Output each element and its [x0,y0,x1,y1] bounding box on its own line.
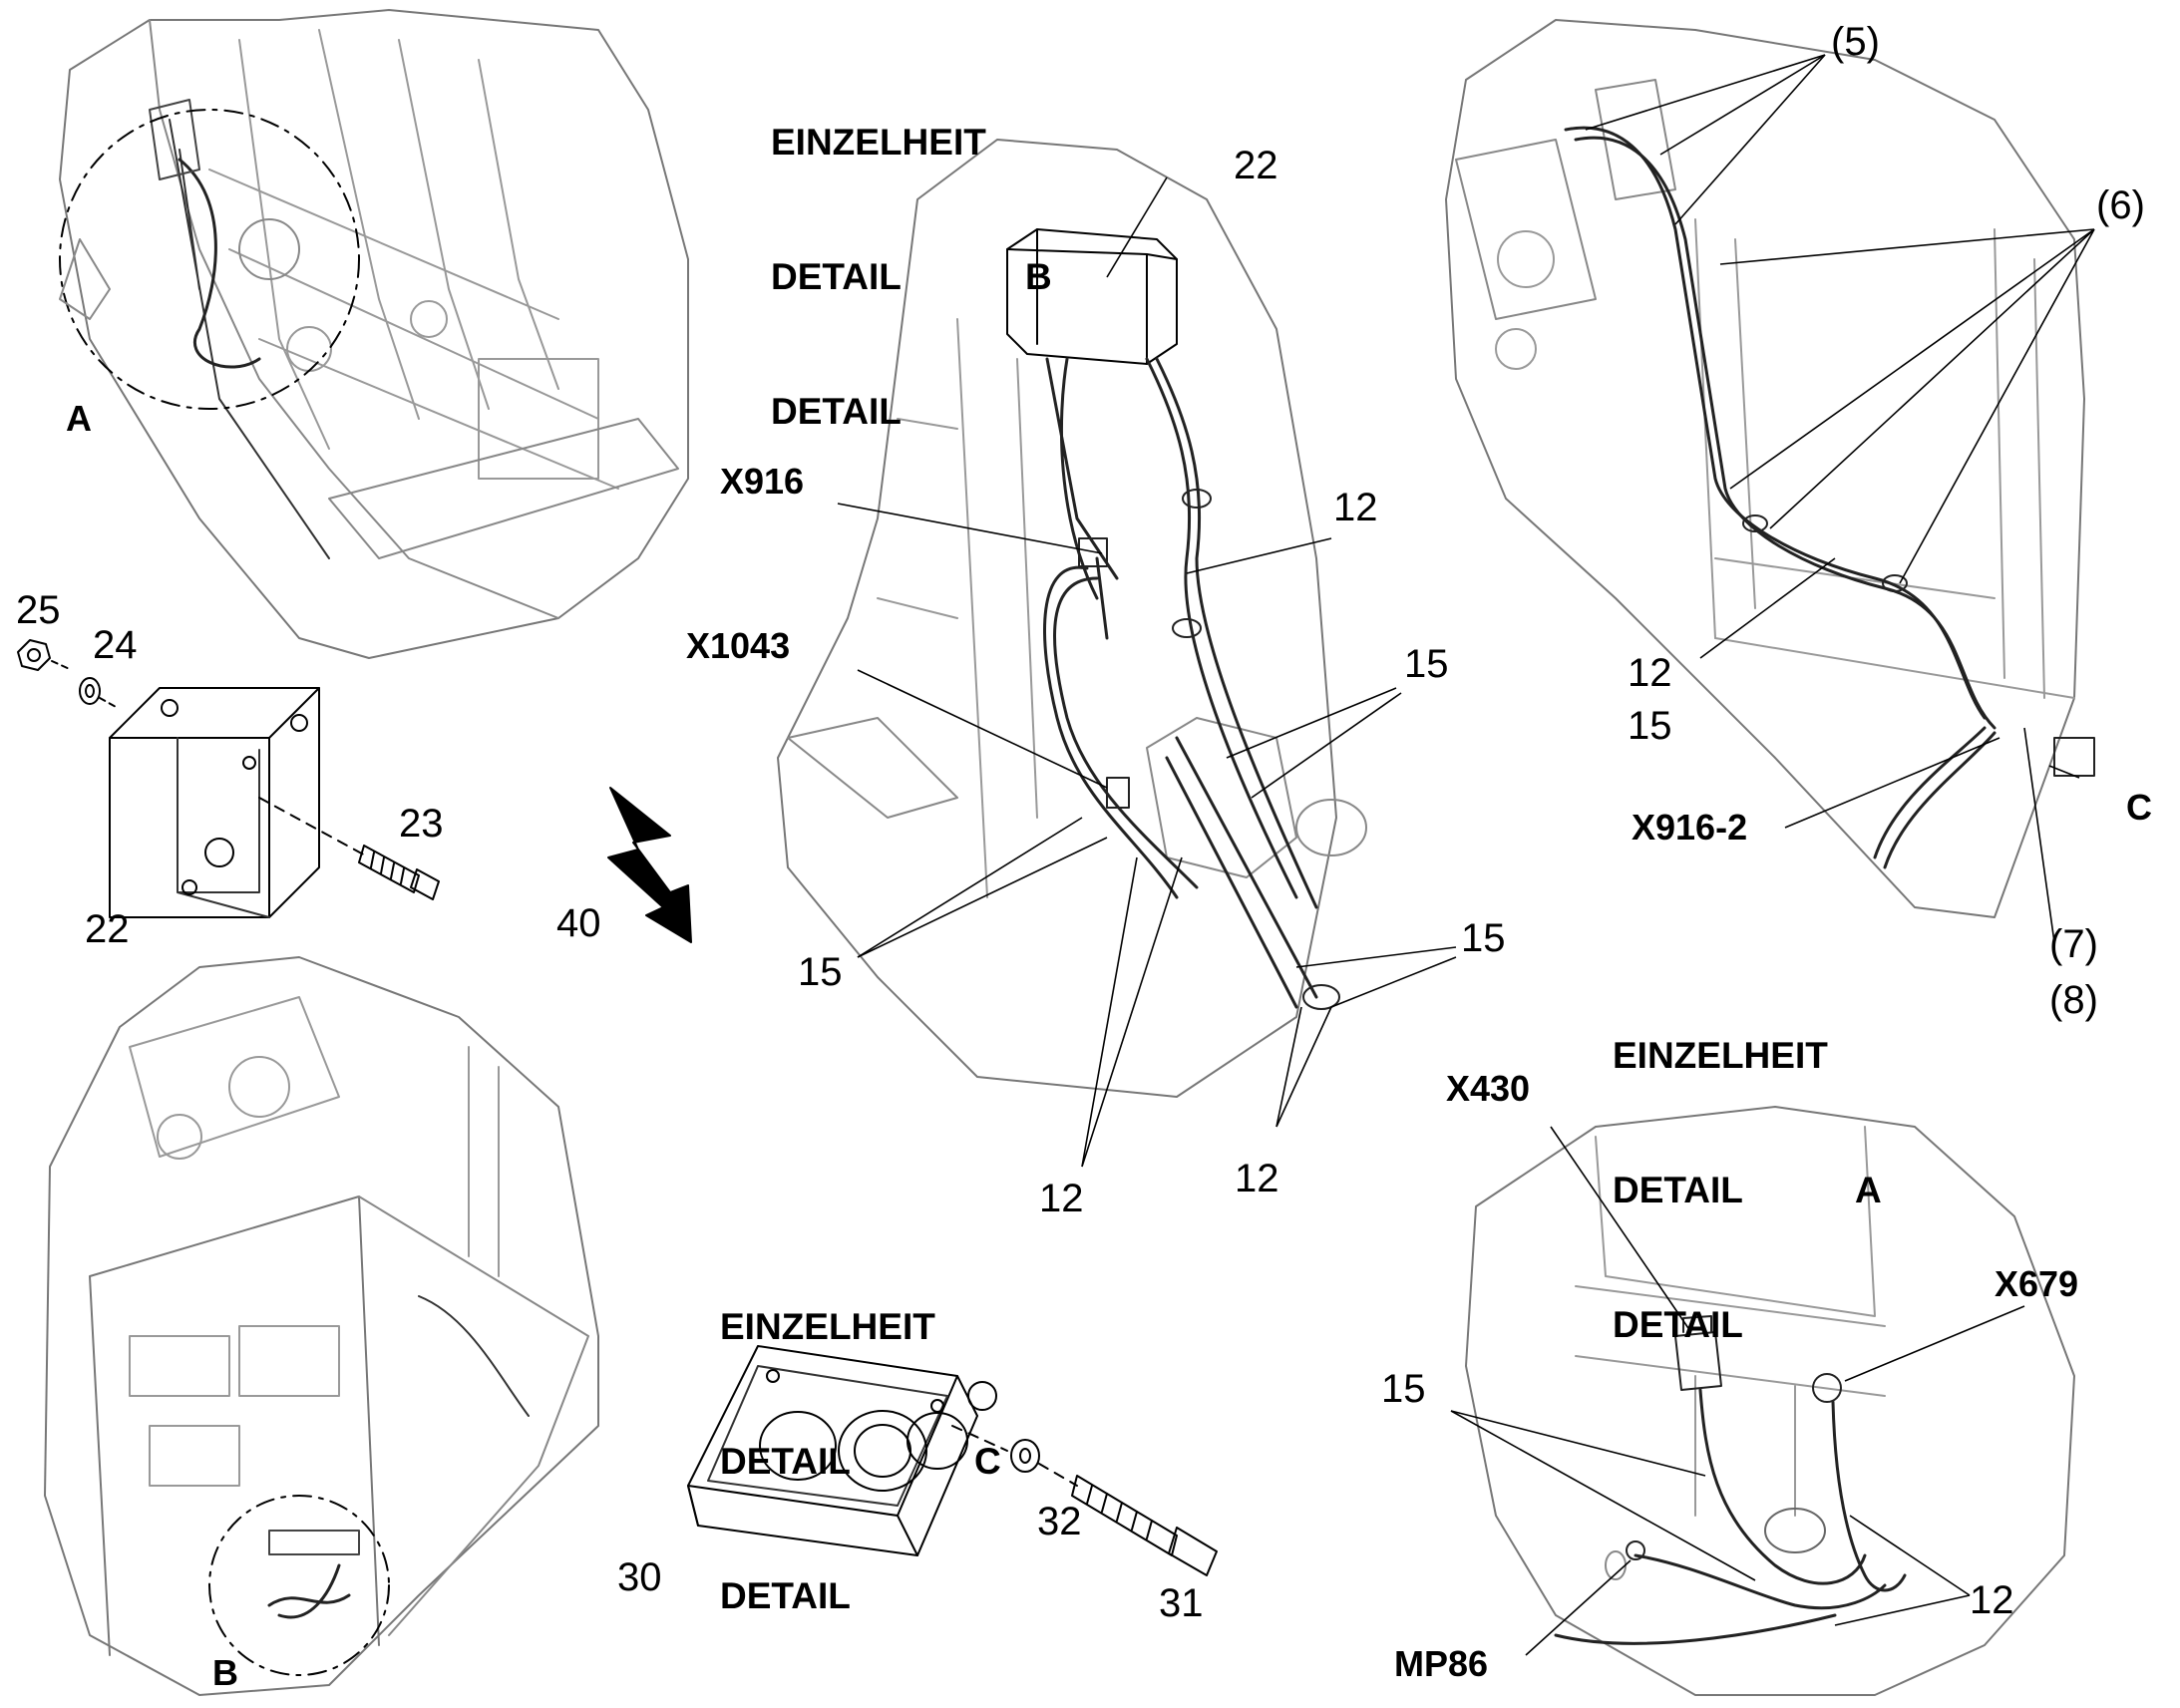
connector-x916: X916 [720,461,805,502]
part-number-23: 23 [399,802,444,846]
part-number-15-b-left: 15 [798,950,843,994]
detail-c-line3: DETAIL [720,1575,851,1616]
detail-a-line2: DETAIL [1613,1170,1743,1210]
detail-c-heading: EINZELHEIT DETAIL C DETAIL [720,1214,1001,1708]
view-marker-b: B [212,1652,238,1693]
part-number-30: 30 [617,1555,662,1599]
part-number-6: (6) [2096,183,2145,227]
detail-b-line3: DETAIL [771,391,902,432]
connector-x1043: X1043 [686,625,791,666]
part-number-12-c: 12 [1628,651,1672,695]
detail-c-line1: EINZELHEIT [720,1306,935,1347]
part-number-12-b-lower: 12 [1235,1157,1279,1200]
detail-a-letter: A [1855,1170,1882,1210]
part-number-24: 24 [93,623,138,667]
detail-c-letter: C [974,1441,1001,1482]
lightning-symbol-40 [607,787,692,943]
machine-view-bottom-left [44,956,599,1696]
junction-box-22 [109,687,440,918]
part-number-15-c: 15 [1628,704,1672,748]
detail-b-letter: B [1025,256,1052,297]
connector-x916-2: X916-2 [1632,807,1748,848]
part-number-25: 25 [16,588,61,632]
detail-b-line1: EINZELHEIT [771,122,986,163]
machine-view-top-left [59,9,689,659]
part-number-32: 32 [1037,1500,1082,1543]
connector-mp86: MP86 [1394,1643,1489,1684]
nut-25 [17,639,73,671]
connector-x679: X679 [1995,1263,2079,1304]
part-number-8: (8) [2049,978,2098,1022]
part-number-12-b-bottom: 12 [1039,1177,1084,1220]
part-number-7: (7) [2049,922,2098,966]
part-number-22-box: 22 [85,907,130,951]
part-number-15-b-lower: 15 [1461,916,1506,960]
control-box-30 [687,1345,1218,1576]
connector-x430: X430 [1446,1068,1531,1109]
view-marker-a: A [66,398,92,439]
part-number-31: 31 [1159,1581,1204,1625]
part-number-5: (5) [1831,20,1880,64]
part-number-22: 22 [1234,144,1278,187]
machine-view-top-right [1445,19,2095,918]
part-number-40: 40 [556,901,601,945]
detail-a-line3: DETAIL [1613,1304,1743,1345]
detail-a-view [1465,1106,2075,1696]
detail-b-view [777,139,1367,1098]
detail-c-line2: DETAIL [720,1441,851,1482]
part-number-15-b-right: 15 [1404,642,1449,686]
part-number-12-b-top: 12 [1333,486,1378,529]
detail-a-heading: EINZELHEIT DETAIL A DETAIL [1613,943,1882,1437]
view-marker-c: C [2126,787,2152,828]
leader-lines [837,54,2095,1656]
detail-b-line2: DETAIL [771,256,902,297]
detail-b-heading: EINZELHEIT DETAIL B DETAIL [771,30,1052,523]
detail-a-line1: EINZELHEIT [1613,1035,1828,1076]
part-number-15-a: 15 [1381,1367,1426,1411]
part-number-12-a: 12 [1970,1578,2014,1622]
washer-24 [79,677,119,709]
